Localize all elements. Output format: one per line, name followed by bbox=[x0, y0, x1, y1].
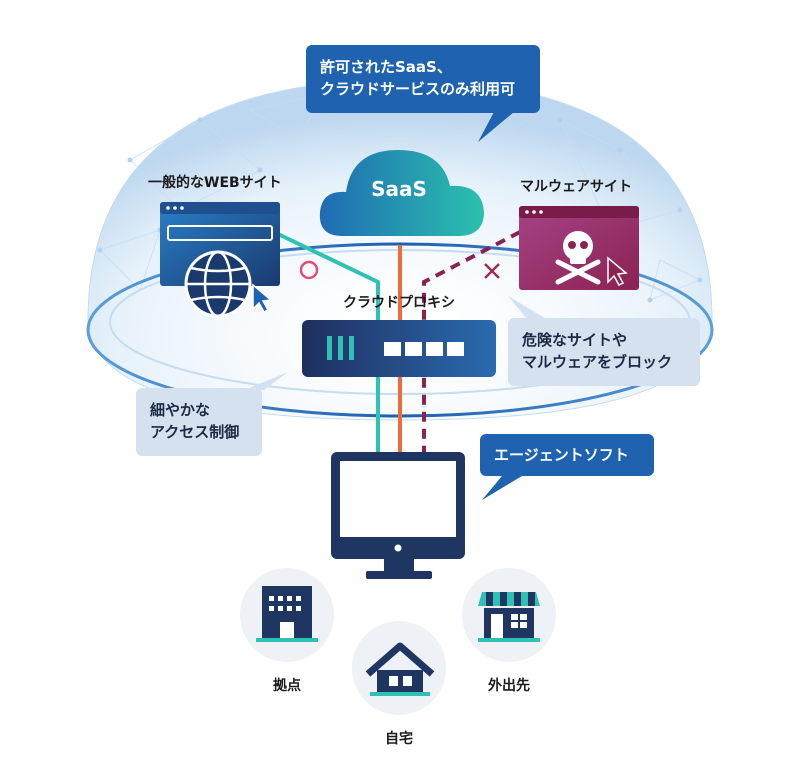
agent-bubble-tail bbox=[482, 476, 522, 500]
saas-allowed-bubble: 許可されたSaaS、 クラウドサービスのみ利用可 bbox=[306, 45, 540, 113]
agent-soft-label: エージェントソフト bbox=[494, 446, 629, 464]
saas-allowed-line-2: クラウドサービスのみ利用可 bbox=[320, 80, 516, 98]
store-icon bbox=[478, 592, 540, 642]
block-bubble-tail bbox=[508, 296, 548, 320]
saas-bubble-tail bbox=[478, 112, 514, 142]
web-site-window bbox=[160, 202, 280, 286]
fine-control-line-1: 細やかな bbox=[150, 401, 211, 419]
home-label: 自宅 bbox=[385, 731, 413, 747]
building-icon bbox=[256, 586, 318, 642]
home-circle bbox=[352, 621, 446, 715]
allowed-web-line bbox=[277, 232, 380, 452]
blocked-mark bbox=[484, 263, 500, 279]
block-malware-bubble: 危険なサイトや マルウェアをブロック bbox=[508, 318, 700, 386]
proxy-server-icon bbox=[302, 320, 496, 377]
office-label: 拠点 bbox=[273, 678, 301, 694]
outside-label: 外出先 bbox=[488, 678, 530, 694]
web-site-label: 一般的なWEBサイト bbox=[148, 175, 282, 191]
cloud-icon bbox=[319, 150, 484, 236]
block-malware-line-2: マルウェアをブロック bbox=[522, 353, 673, 371]
fine-control-bubble: 細やかな アクセス制御 bbox=[136, 388, 262, 456]
control-bubble-tail bbox=[244, 372, 288, 390]
blocked-malware-line bbox=[422, 230, 521, 452]
agent-soft-bubble: エージェントソフト bbox=[480, 434, 654, 476]
globe-icon bbox=[184, 250, 252, 318]
proxy-label: クラウドプロキシ bbox=[343, 295, 455, 311]
monitor-icon bbox=[331, 452, 465, 579]
house-icon bbox=[365, 642, 435, 696]
block-malware-line-1: 危険なサイトや bbox=[522, 331, 628, 349]
fine-control-line-2: アクセス制御 bbox=[150, 423, 240, 441]
cursor-icon bbox=[252, 283, 273, 313]
malware-cursor-icon bbox=[607, 256, 628, 286]
saas-allowed-line-1: 許可されたSaaS、 bbox=[320, 58, 452, 76]
malware-site-label: マルウェアサイト bbox=[520, 179, 632, 195]
allowed-mark bbox=[299, 260, 319, 280]
saas-label: SaaS bbox=[371, 177, 427, 201]
skull-icon bbox=[555, 231, 601, 285]
